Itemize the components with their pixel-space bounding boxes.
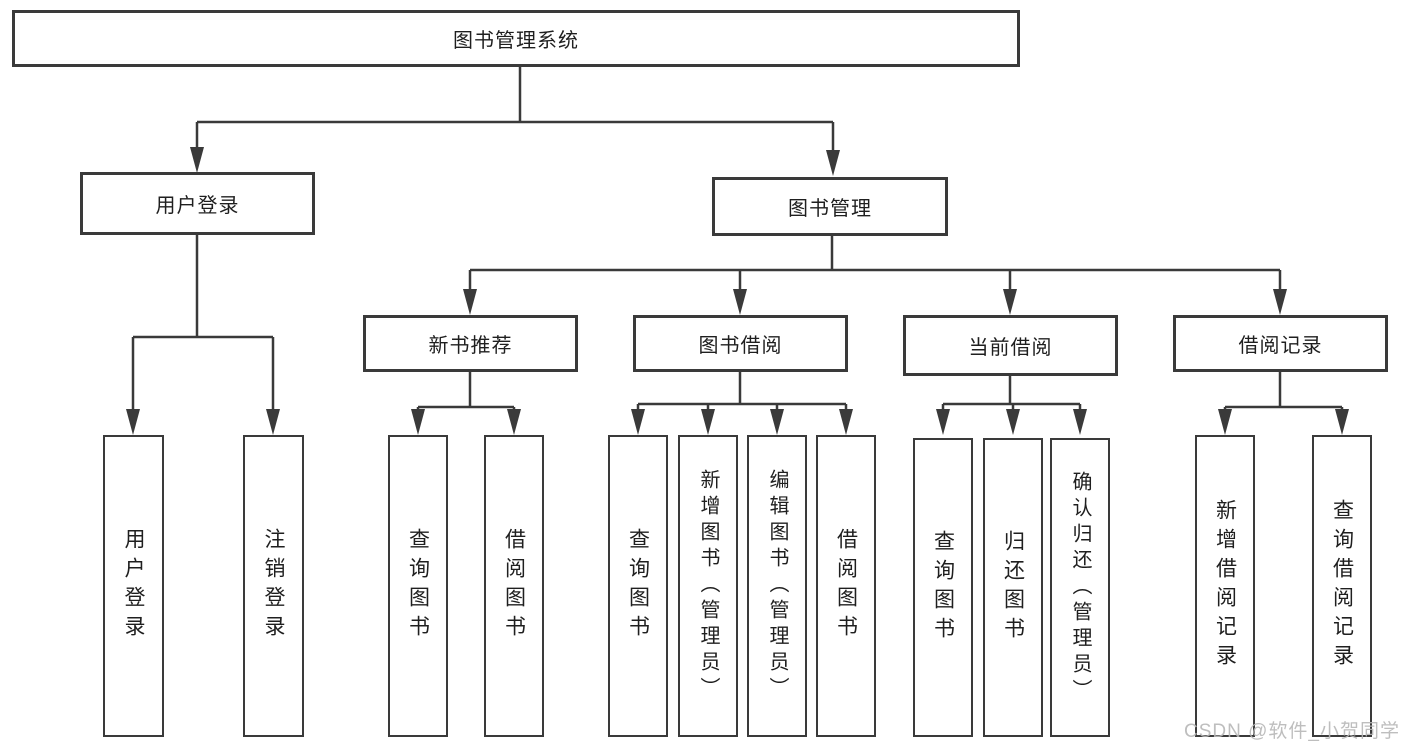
arrowhead — [733, 289, 747, 315]
leaf-confirm-return-admin-label: 确认归还（管理员） — [1069, 470, 1091, 705]
leaf-query-borrow-record: 查询借阅记录 — [1312, 435, 1372, 737]
leaf-edit-book-admin: 编辑图书（管理员） — [747, 435, 807, 737]
node-current-borrow-label: 当前借阅 — [968, 337, 1053, 359]
leaf-user-login-label: 用户登录 — [122, 528, 146, 644]
arrowhead — [1003, 289, 1017, 315]
arrowhead — [1218, 409, 1232, 435]
node-new-book-recommend: 新书推荐 — [363, 315, 578, 372]
arrowhead — [1073, 409, 1087, 435]
leaf-borrow-books: 借阅图书 — [816, 435, 876, 737]
leaf-query-books-borrow: 查询图书 — [608, 435, 668, 737]
arrowhead — [1273, 289, 1287, 315]
leaf-add-borrow-record-label: 新增借阅记录 — [1213, 499, 1237, 673]
node-new-book-recommend-label: 新书推荐 — [428, 335, 513, 357]
leaf-add-book-admin-label: 新增图书（管理员） — [697, 469, 719, 703]
leaf-logout: 注销登录 — [243, 435, 304, 737]
leaf-user-login: 用户登录 — [103, 435, 164, 737]
leaf-query-books-current-label: 查询图书 — [931, 529, 955, 646]
arrowhead — [507, 409, 521, 435]
node-book-management-label: 图书管理 — [788, 198, 872, 220]
arrowhead — [1335, 409, 1349, 435]
arrowhead — [126, 409, 140, 435]
arrowhead — [770, 409, 784, 435]
leaf-return-book: 归还图书 — [983, 438, 1043, 737]
arrowhead — [266, 409, 280, 435]
node-borrow-records: 借阅记录 — [1173, 315, 1388, 372]
leaf-borrow-books-recommend: 借阅图书 — [484, 435, 544, 737]
node-root-label: 图书管理系统 — [453, 30, 579, 52]
leaf-query-borrow-record-label: 查询借阅记录 — [1330, 499, 1354, 673]
node-root-system: 图书管理系统 — [12, 10, 1020, 67]
arrowhead — [826, 150, 840, 176]
node-user-login: 用户登录 — [80, 172, 315, 235]
arrowhead — [1006, 409, 1020, 435]
node-book-borrow: 图书借阅 — [633, 315, 848, 372]
leaf-confirm-return-admin: 确认归还（管理员） — [1050, 438, 1110, 737]
leaf-query-books-current: 查询图书 — [913, 438, 973, 737]
leaf-query-books-recommend-label: 查询图书 — [406, 528, 430, 644]
node-user-login-label: 用户登录 — [155, 195, 240, 217]
node-borrow-records-label: 借阅记录 — [1238, 335, 1323, 357]
node-book-borrow-label: 图书借阅 — [698, 335, 783, 357]
arrowhead — [463, 289, 477, 315]
leaf-edit-book-admin-label: 编辑图书（管理员） — [766, 469, 788, 703]
arrowhead — [631, 409, 645, 435]
arrowhead — [936, 409, 950, 435]
arrowhead — [701, 409, 715, 435]
node-book-management: 图书管理 — [712, 177, 948, 236]
leaf-logout-label: 注销登录 — [262, 528, 286, 644]
arrowhead — [411, 409, 425, 435]
watermark-text: CSDN @软件_小贺同学 — [1184, 721, 1400, 742]
leaf-borrow-books-label: 借阅图书 — [834, 528, 858, 644]
leaf-add-book-admin: 新增图书（管理员） — [678, 435, 738, 737]
leaf-add-borrow-record: 新增借阅记录 — [1195, 435, 1255, 737]
leaf-query-books-recommend: 查询图书 — [388, 435, 448, 737]
arrowhead — [839, 409, 853, 435]
node-current-borrow: 当前借阅 — [903, 315, 1118, 376]
leaf-query-books-borrow-label: 查询图书 — [626, 528, 650, 644]
leaf-return-book-label: 归还图书 — [1001, 529, 1025, 646]
leaf-borrow-books-recommend-label: 借阅图书 — [502, 528, 526, 644]
arrowhead — [190, 147, 204, 173]
